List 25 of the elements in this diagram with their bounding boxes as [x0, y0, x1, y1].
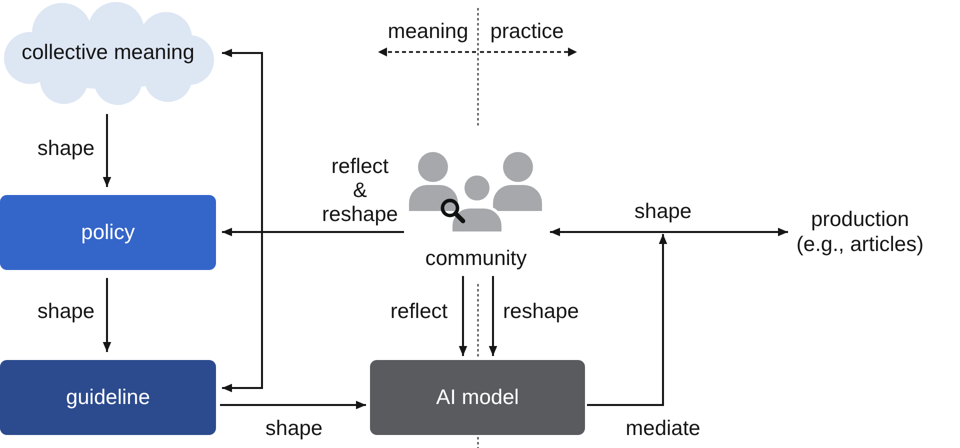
arrow — [102, 114, 112, 187]
arrow — [488, 276, 498, 356]
process-box — [370, 360, 585, 435]
node-label: community — [425, 246, 527, 272]
edge-label: reflect & reshape — [321, 155, 399, 227]
edge-label: shape — [36, 300, 96, 324]
edge-label: shape — [633, 200, 693, 224]
process-box — [0, 360, 216, 435]
axis-label: practice — [490, 20, 564, 44]
edge-label: shape — [264, 417, 324, 441]
arrow — [587, 234, 668, 406]
edge-label: reshape — [502, 300, 580, 324]
arrow — [458, 276, 468, 356]
arrow — [550, 228, 788, 236]
arrow — [102, 278, 112, 352]
box-label: guideline — [66, 384, 150, 410]
arrow — [222, 231, 404, 392]
node-label: collective meaning — [22, 40, 194, 66]
edge-label: shape — [36, 137, 96, 161]
arrow — [220, 400, 366, 410]
box-label: AI model — [436, 384, 519, 410]
axis-label: meaning — [388, 20, 468, 44]
node-label: production (e.g., articles) — [792, 207, 928, 257]
process-box — [0, 195, 216, 270]
box-label: policy — [81, 220, 135, 246]
